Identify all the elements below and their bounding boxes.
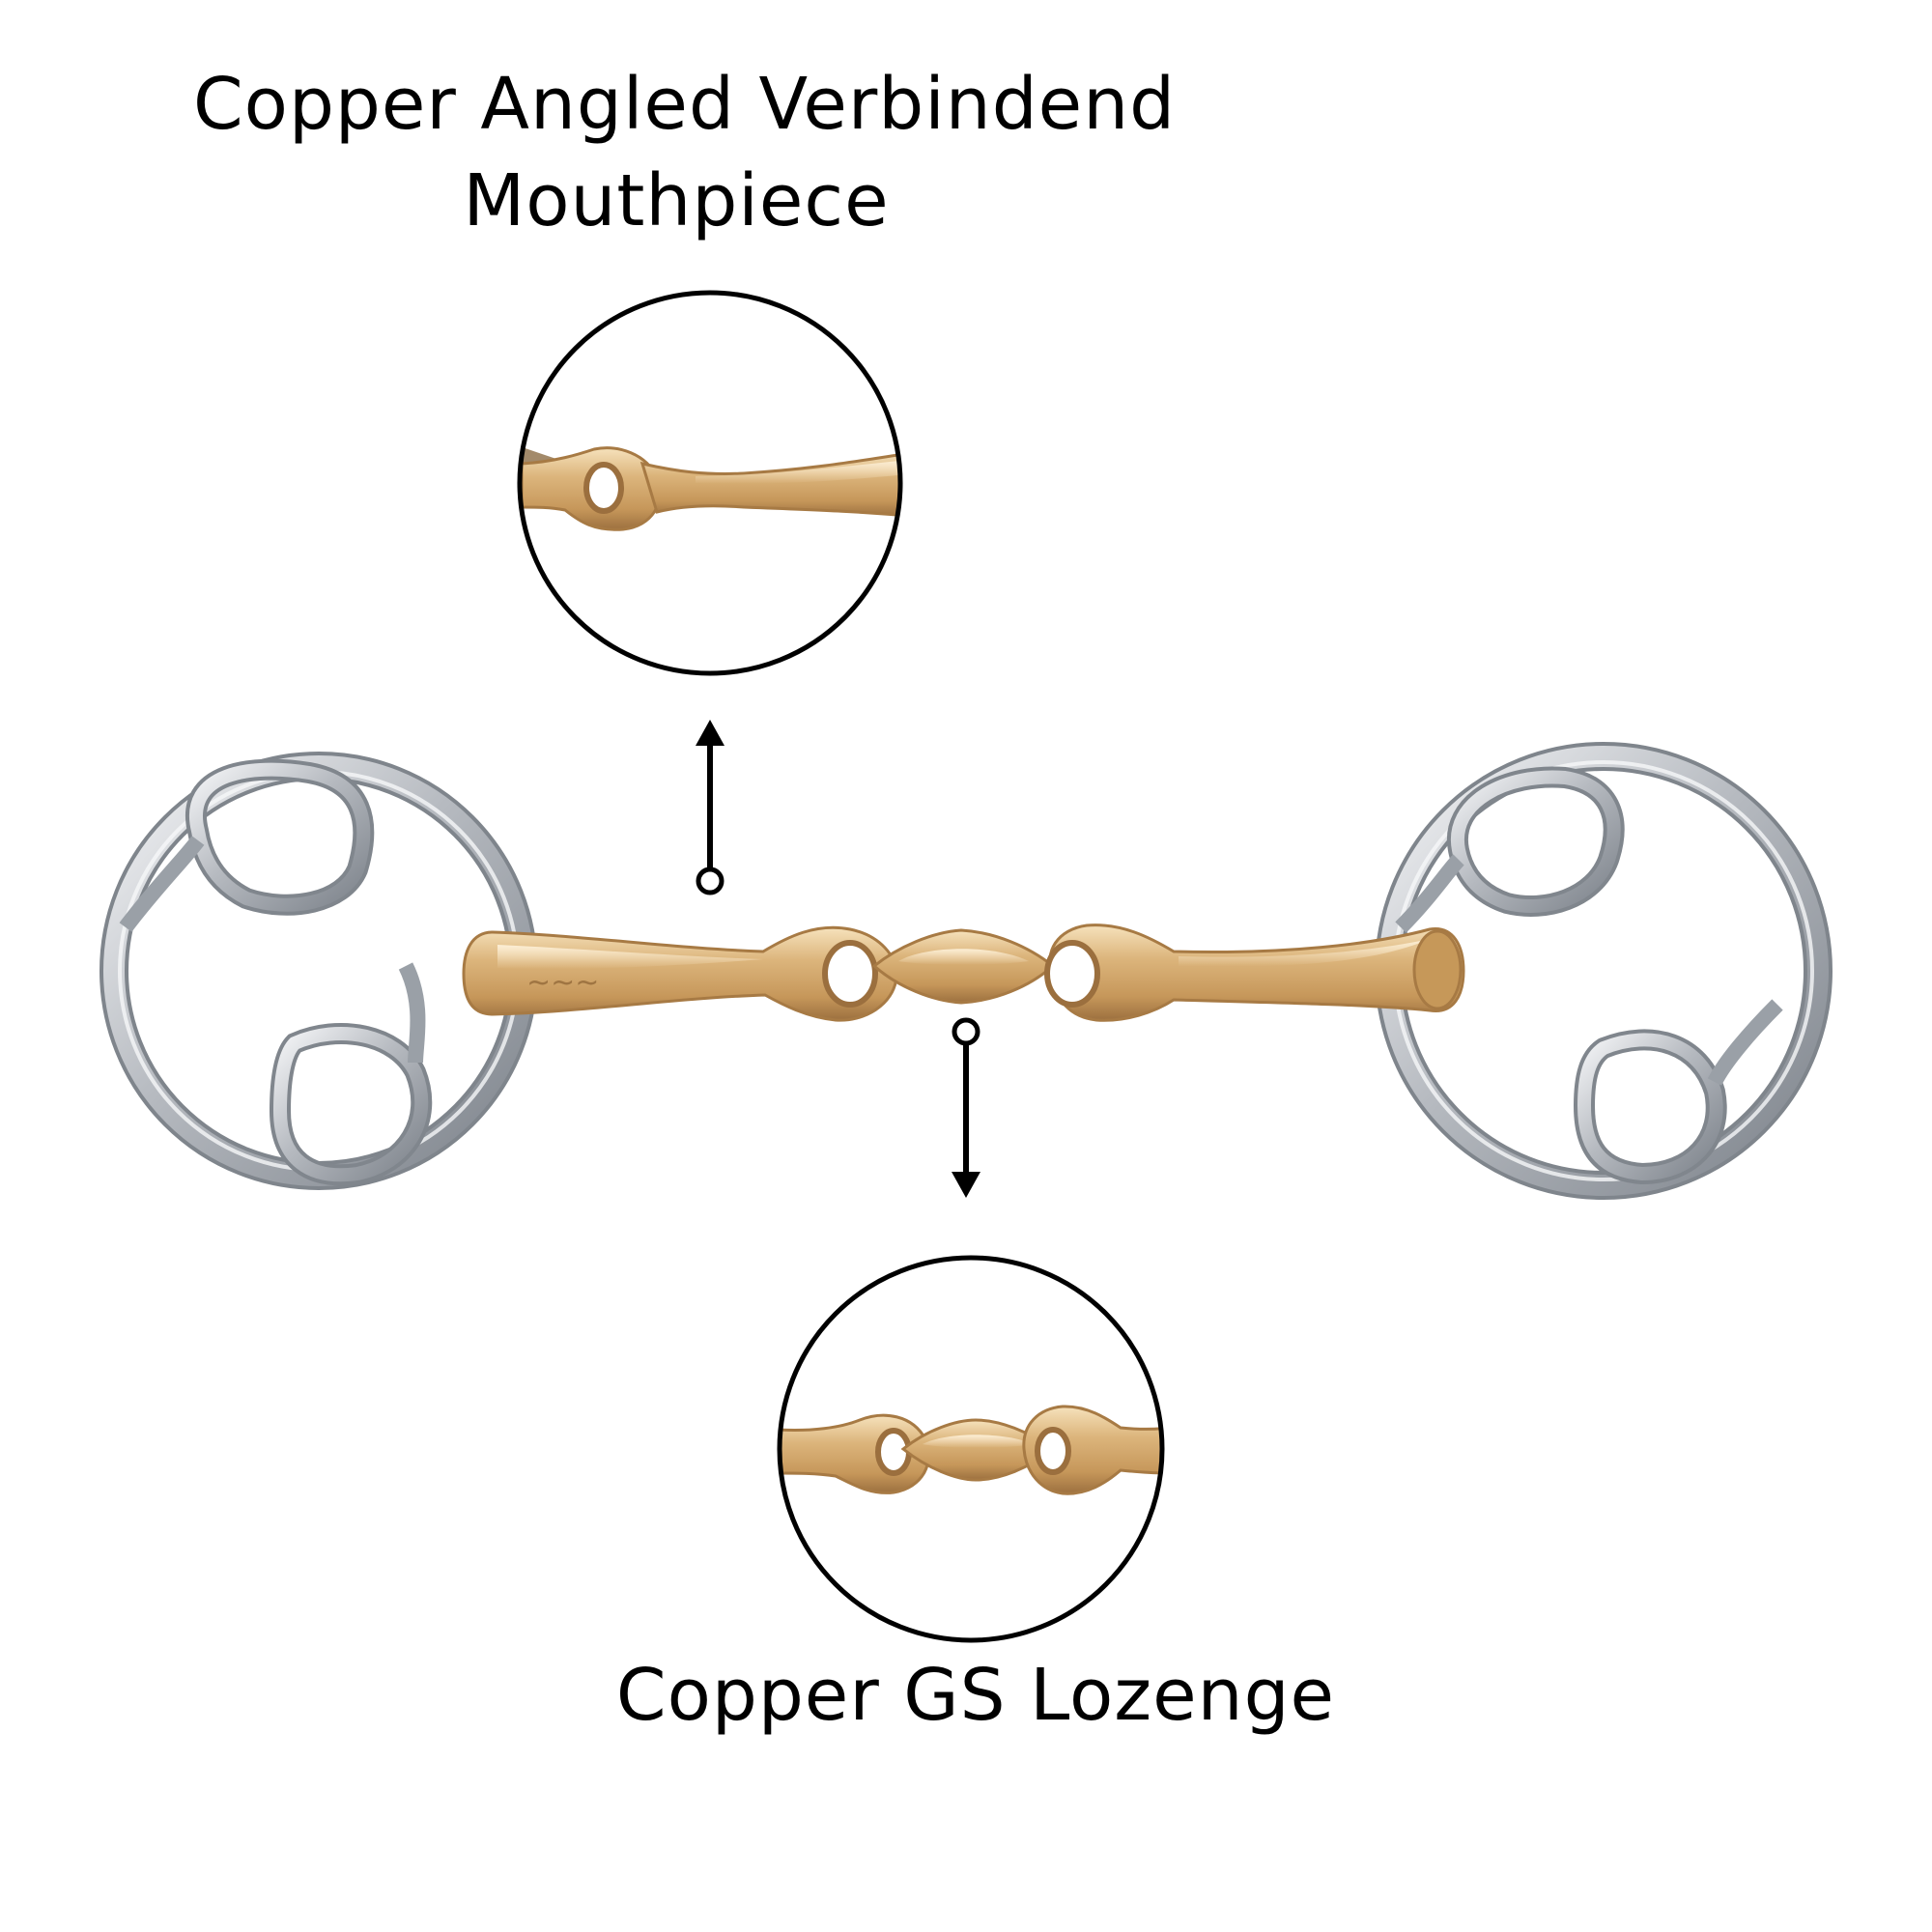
top-callout-label: Copper Angled Verbindend Mouthpiece [193, 56, 1177, 249]
copper-mouthpiece: ~~~ [462, 923, 1465, 1022]
arrow-up-icon [696, 720, 724, 746]
bottom-detail-circle [777, 1255, 1165, 1643]
top-connector-dot [696, 867, 724, 895]
top-detail-border [517, 290, 903, 676]
bottom-callout-label: Copper GS Lozenge [615, 1654, 1336, 1737]
svg-text:~~~: ~~~ [526, 966, 599, 1000]
bottom-connector-dot [952, 1017, 980, 1046]
top-connector-arrow [696, 720, 724, 895]
top-callout-line-2: Mouthpiece [463, 159, 890, 242]
bottom-connector-arrow [952, 1017, 980, 1198]
top-detail-circle [517, 290, 903, 676]
left-loose-ring [99, 752, 538, 1190]
arrow-down-icon [952, 1172, 980, 1198]
top-callout-line-1: Copper Angled Verbindend [193, 63, 1177, 146]
bottom-detail-border [777, 1255, 1165, 1643]
